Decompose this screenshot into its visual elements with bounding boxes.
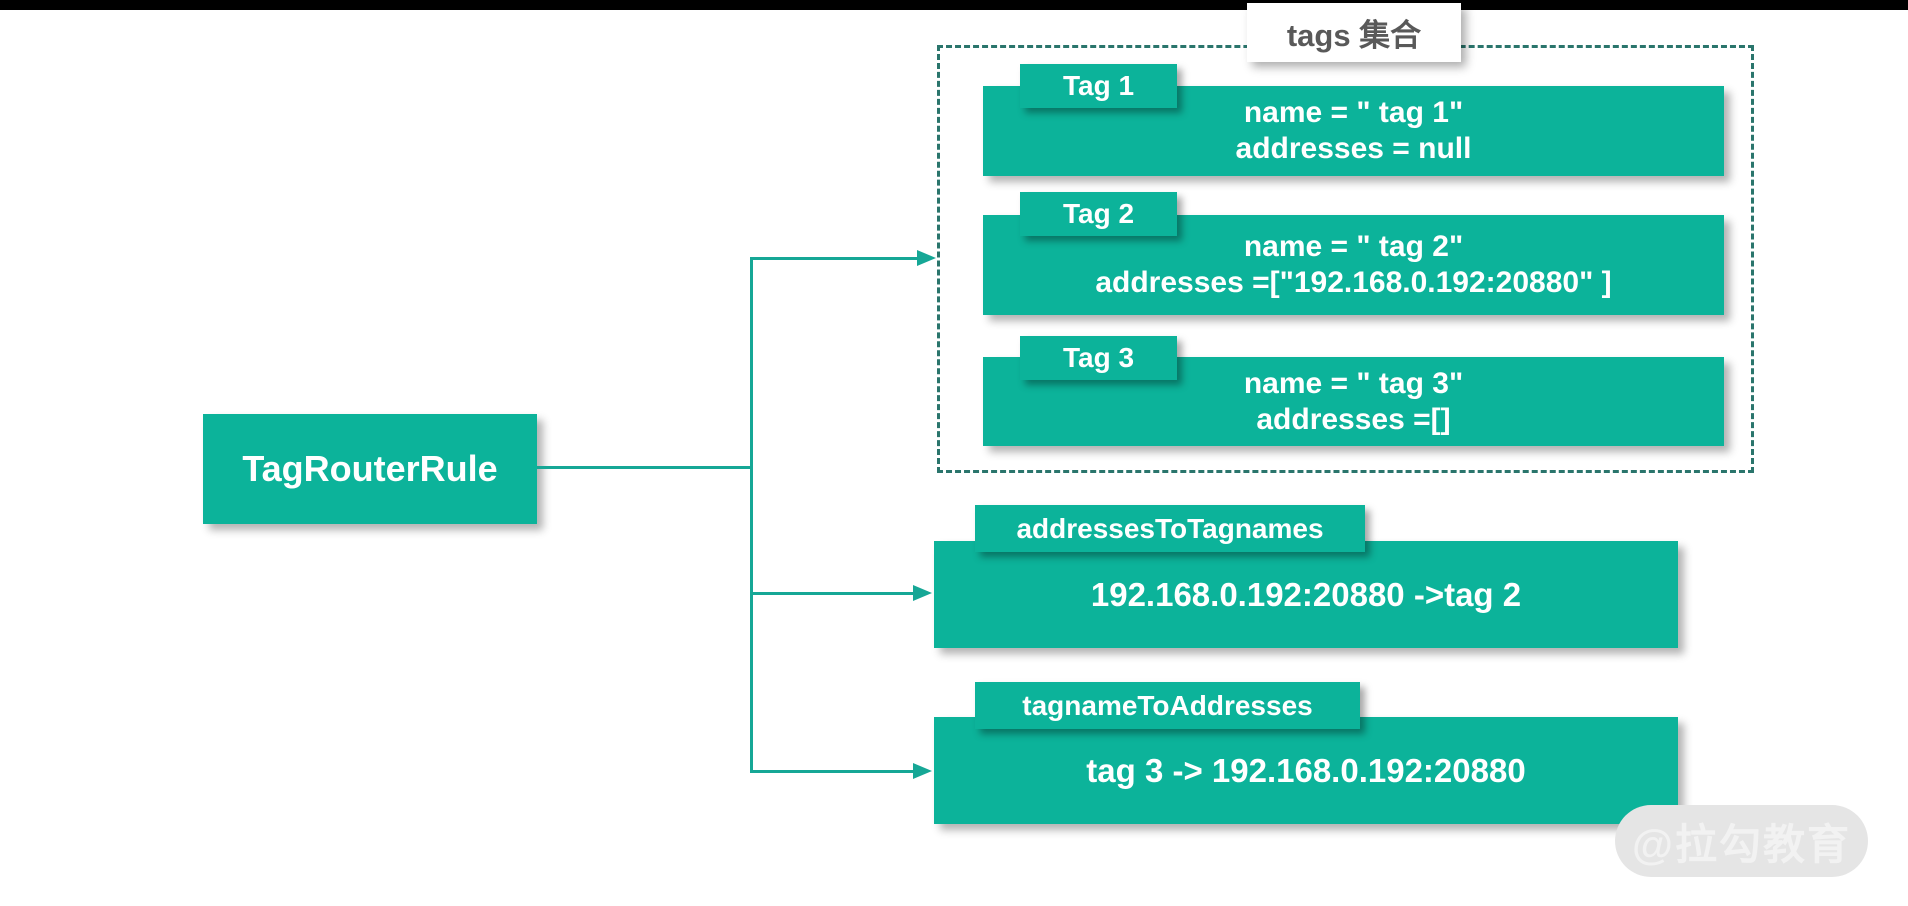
tag1-addresses-line: addresses = null [1235,132,1472,165]
tag2-label: Tag 2 [1020,192,1177,236]
connector-branch-addresses-line [750,592,914,595]
tag2-box: name = " tag 2" addresses =["192.168.0.1… [983,215,1724,315]
addresses-to-tagnames-label: addressesToTagnames [975,505,1365,552]
connector-branch-tags-line [750,257,917,260]
arrow-right-icon [913,763,932,779]
addresses-to-tagnames-box: 192.168.0.192:20880 ->tag 2 [934,541,1678,648]
tag1-label: Tag 1 [1020,64,1177,108]
connector-main-line [537,466,753,469]
tag3-label: Tag 3 [1020,336,1177,380]
connector-vertical-line [750,257,753,773]
node-tagrouterrule: TagRouterRule [203,414,537,524]
top-bar [0,0,1908,10]
tag1-box: name = " tag 1" addresses = null [983,86,1724,176]
tagname-to-addresses-label: tagnameToAddresses [975,682,1360,729]
tag3-addresses-line: addresses =[] [1256,402,1451,436]
watermark-badge: @拉勾教育 [1615,805,1868,877]
connector-branch-tagname-line [750,770,914,773]
tag3-name-line: name = " tag 3" [1243,366,1464,400]
tag1-name-line: name = " tag 1" [1243,96,1464,129]
watermark-text: @拉勾教育 [1632,820,1851,868]
addresses-to-tagnames-value: 192.168.0.192:20880 ->tag 2 [1090,575,1522,613]
tagname-to-addresses-value: tag 3 -> 192.168.0.192:20880 [1086,751,1526,789]
tags-group-title: tags 集合 [1247,3,1461,62]
tag2-name-line: name = " tag 2" [1243,230,1464,263]
arrow-right-icon [913,585,932,601]
node-tagrouterrule-label: TagRouterRule [242,448,498,489]
tagname-to-addresses-box: tag 3 -> 192.168.0.192:20880 [934,717,1678,824]
tag2-addresses-line: addresses =["192.168.0.192:20880" ] [1095,266,1612,299]
arrow-right-icon [917,250,936,266]
